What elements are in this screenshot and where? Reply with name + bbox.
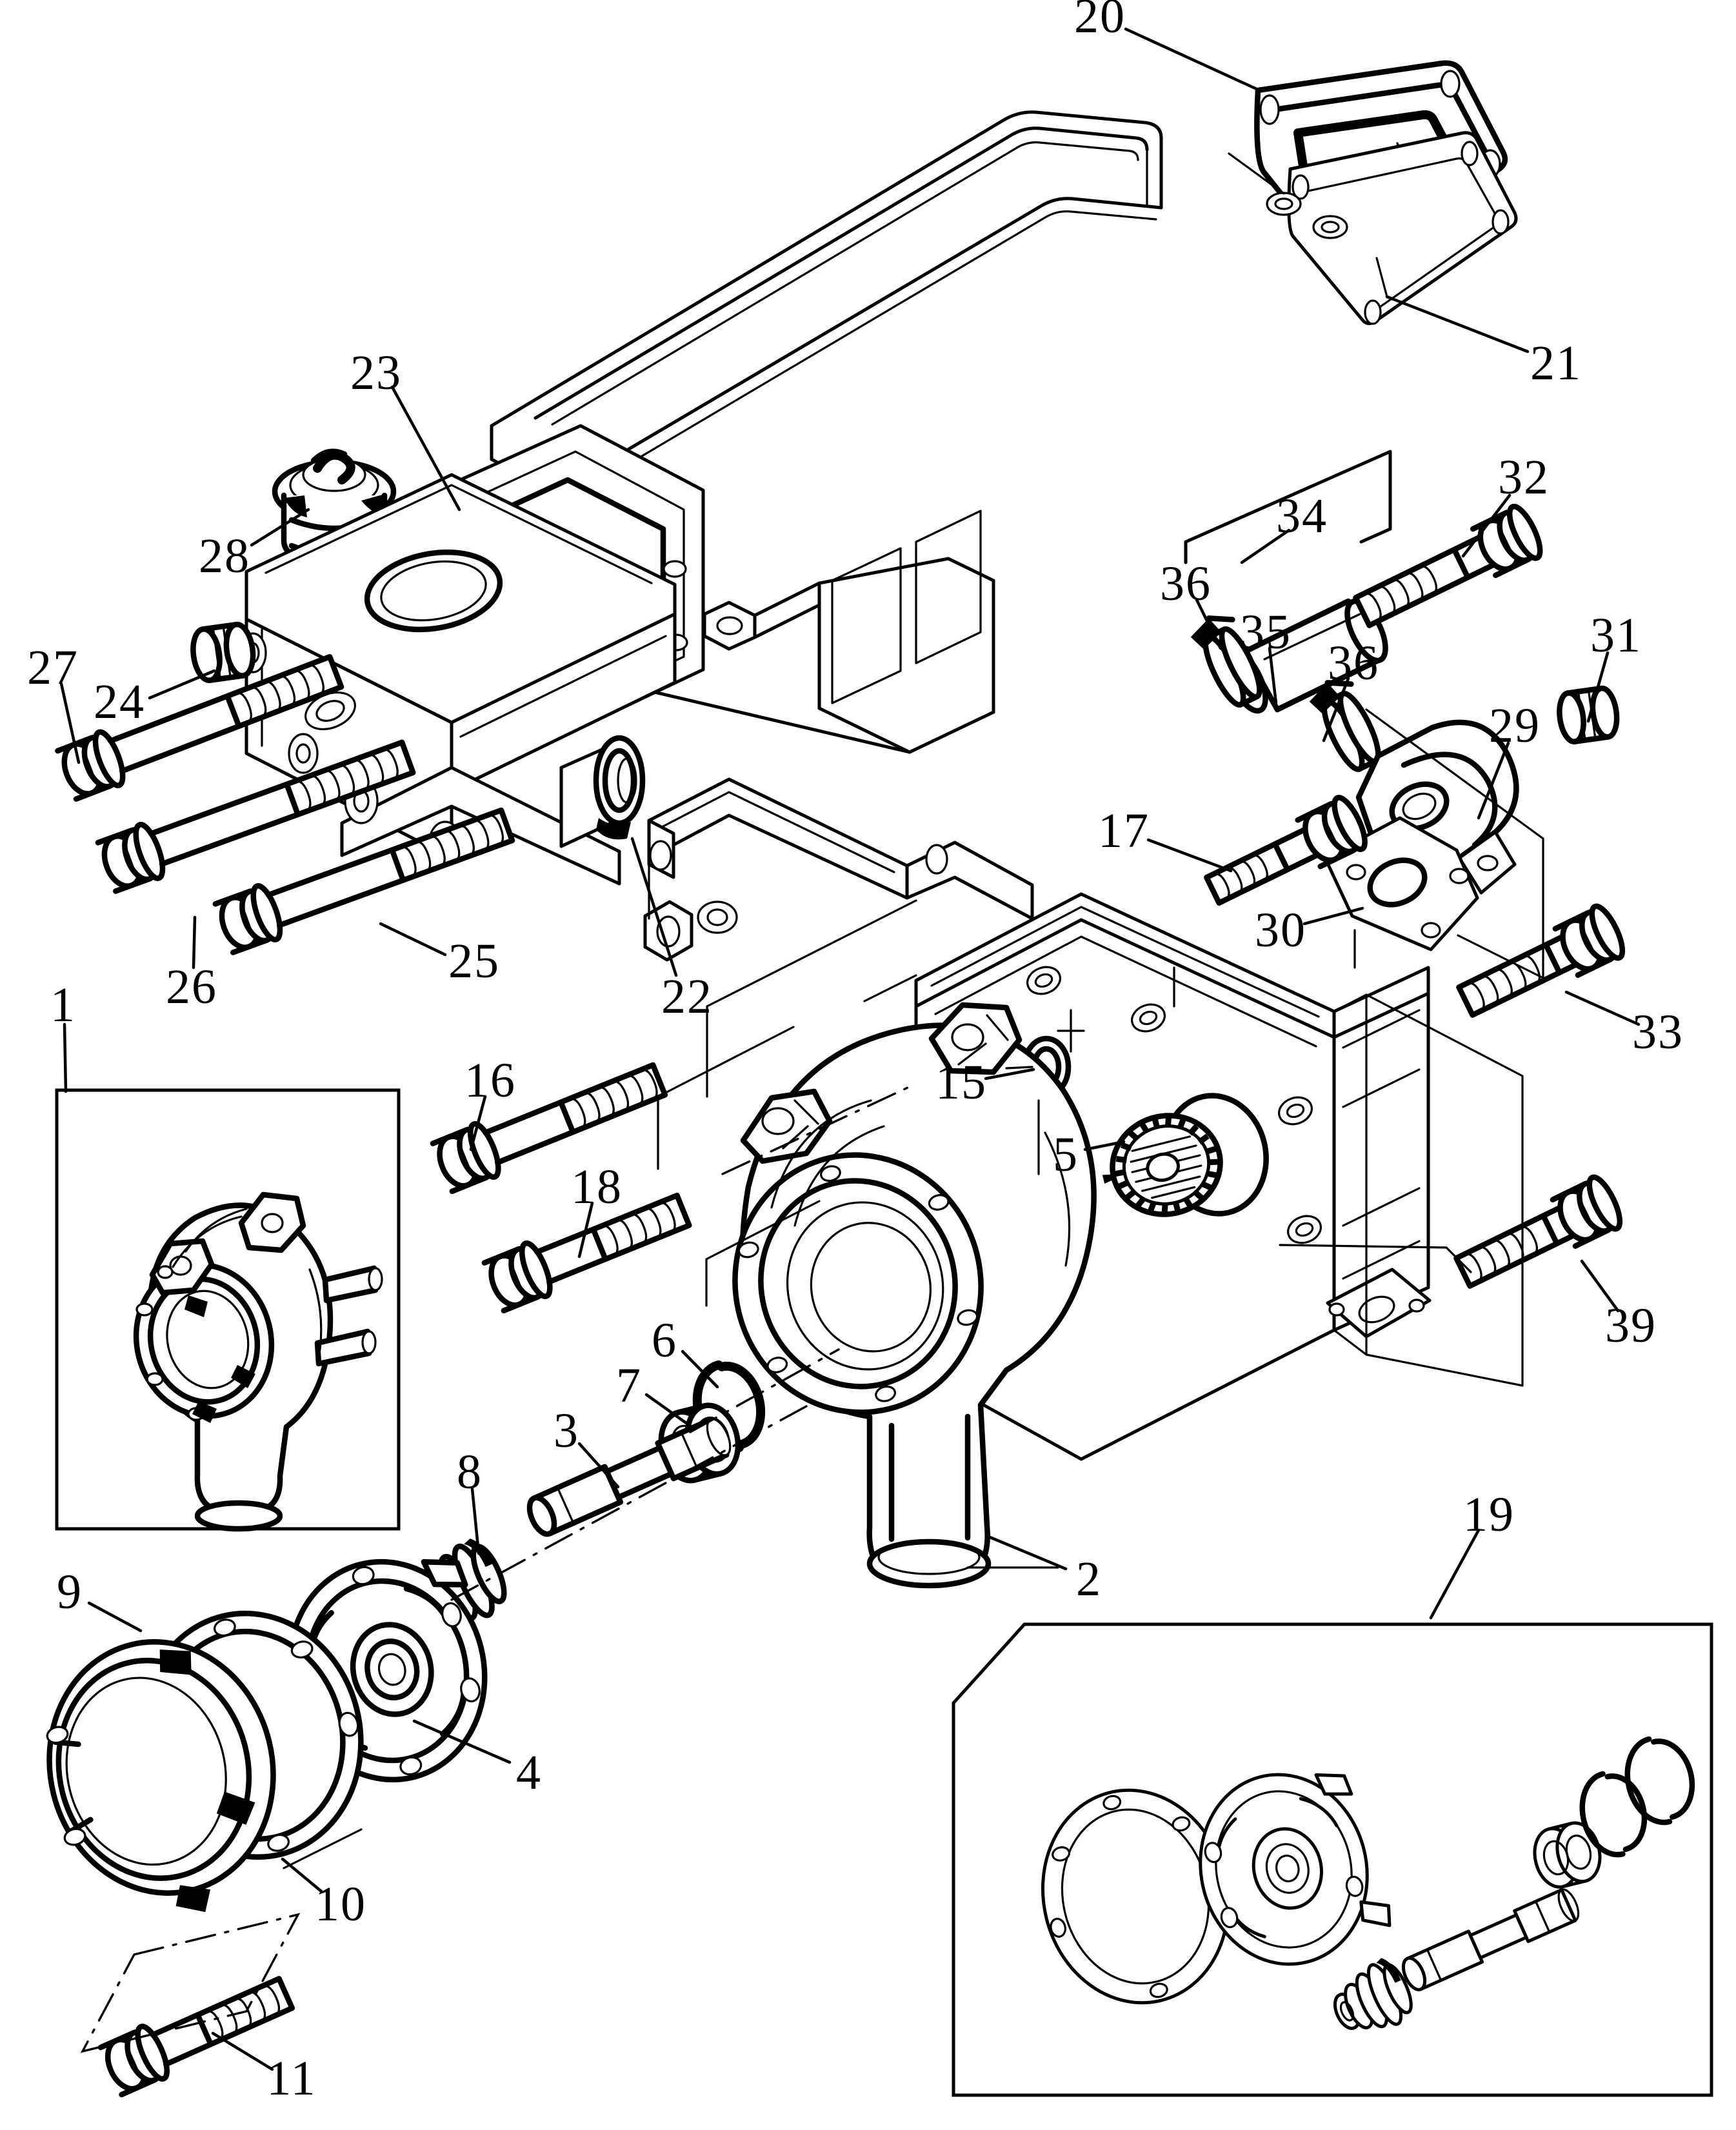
callout-1-water-pump-assembly-inset: 1: [50, 978, 76, 1032]
leader-line-31: [1586, 651, 1610, 723]
callout-19-repair-kit-inset: 19: [1463, 1488, 1515, 1542]
callout-18-bolt-long: 18: [571, 1160, 623, 1214]
cooler-cover-and-gasket: [1228, 60, 1518, 325]
callout-31-plug: 31: [1590, 608, 1642, 662]
callout-22-seal-ring: 22: [661, 970, 713, 1024]
callout-28-thermostat: 28: [199, 529, 250, 583]
leader-line-7: [644, 1393, 693, 1429]
callout-20-cover-plate: 20: [1074, 0, 1126, 43]
callout-32-bolt-flange: 32: [1498, 450, 1550, 504]
inset-box-repair-kit: [952, 1622, 1713, 2097]
leader-line-33: [1564, 990, 1641, 1026]
callout-8-mechanical-seal: 8: [457, 1445, 483, 1499]
leader-line-36: [1322, 677, 1350, 742]
leader-line-8: [470, 1487, 481, 1555]
callout-6-seal-ring: 6: [652, 1313, 677, 1368]
leader-line-1: [63, 1022, 68, 1093]
callout-35-hose: 35: [1240, 605, 1292, 659]
leader-line-36: [1195, 598, 1222, 650]
leader-line-19: [1429, 1528, 1481, 1620]
leader-line-27: [59, 682, 81, 764]
leader-line-20: [1124, 27, 1259, 91]
callout-36-hose-clamp: 36: [1328, 636, 1379, 690]
leader-line-23: [390, 385, 461, 512]
callout-10-gasket-pump-cover: 10: [315, 1877, 366, 1931]
callout-17-bolt-flange: 17: [1098, 804, 1150, 858]
bolts-thermostat-housing: [57, 621, 515, 955]
callout-15-o-ring: 15: [935, 1055, 987, 1110]
support-bracket: [643, 777, 1034, 962]
callout-34-hose-assembly-bracket: 34: [1276, 489, 1328, 543]
pump-body: [732, 1002, 1097, 1589]
leader-line-5: [1083, 1140, 1126, 1151]
callout-30-gasket-outlet: 30: [1255, 903, 1306, 957]
leader-line-24: [148, 669, 216, 700]
leader-line-35: [1268, 646, 1278, 705]
water-outlet-assembly: [1204, 503, 1628, 1289]
callout-4-impeller: 4: [516, 1746, 542, 1800]
leader-line-26: [192, 915, 197, 970]
callout-27-bolt-long: 27: [27, 641, 79, 695]
alignment-guides: [283, 708, 1544, 1869]
leader-line-3: [577, 1442, 620, 1489]
callout-23-gasket-thermostat-housing: 23: [350, 346, 402, 400]
callout-7-bearing: 7: [616, 1359, 642, 1413]
leader-line-32: [1461, 493, 1512, 558]
callout-25-bolt-long: 25: [448, 934, 500, 988]
callout-29-water-outlet-elbow: 29: [1489, 699, 1541, 753]
leader-line-9: [87, 1601, 143, 1633]
callout-2-pump-body: 2: [1076, 1552, 1102, 1606]
pump-internals-stack: [46, 1360, 766, 1913]
leader-line-15: [984, 1068, 1035, 1080]
callout-36-hose-clamp: 36: [1160, 557, 1212, 611]
leader-line-30: [1302, 906, 1364, 926]
pump-bolts: [80, 1062, 692, 2096]
drive-gear: [1102, 1113, 1223, 1217]
callout-5-drive-gear: 5: [1053, 1128, 1079, 1182]
pump-cover-9: [46, 1639, 276, 1913]
leader-line-21: [1385, 295, 1530, 353]
leader-line-28: [250, 508, 310, 547]
leader-line-6: [681, 1349, 719, 1389]
callout-3-shaft: 3: [554, 1404, 579, 1458]
callout-26-bolt-long: 26: [166, 960, 217, 1014]
callout-leader-lines: [59, 27, 1641, 2071]
callout-33-bolt-flange: 33: [1632, 1005, 1684, 1059]
leader-line-22: [630, 837, 678, 977]
callout-16-bolt-long: 16: [464, 1053, 516, 1108]
leader-line-18: [577, 1201, 594, 1259]
leader-line-11: [211, 2031, 274, 2071]
leader-line-34: [1240, 528, 1291, 564]
leader-line-4: [412, 1719, 512, 1764]
leader-line-10: [281, 1857, 323, 1893]
callout-21-gasket-cover: 21: [1530, 336, 1582, 390]
leader-line-29: [1477, 741, 1510, 820]
leader-line-25: [379, 922, 447, 957]
callout-39-bolt-flange: 39: [1605, 1299, 1657, 1353]
callout-24-plug: 24: [94, 675, 145, 729]
inset-box-assembled-pump: [55, 1088, 401, 1532]
leader-line-16: [469, 1095, 487, 1151]
leader-line-39: [1580, 1259, 1620, 1313]
callout-9-pump-cover: 9: [57, 1565, 83, 1619]
callout-11-bolt-flange: 11: [266, 2051, 317, 2105]
leader-line-2: [986, 1535, 1068, 1571]
leader-line-17: [1146, 838, 1233, 873]
